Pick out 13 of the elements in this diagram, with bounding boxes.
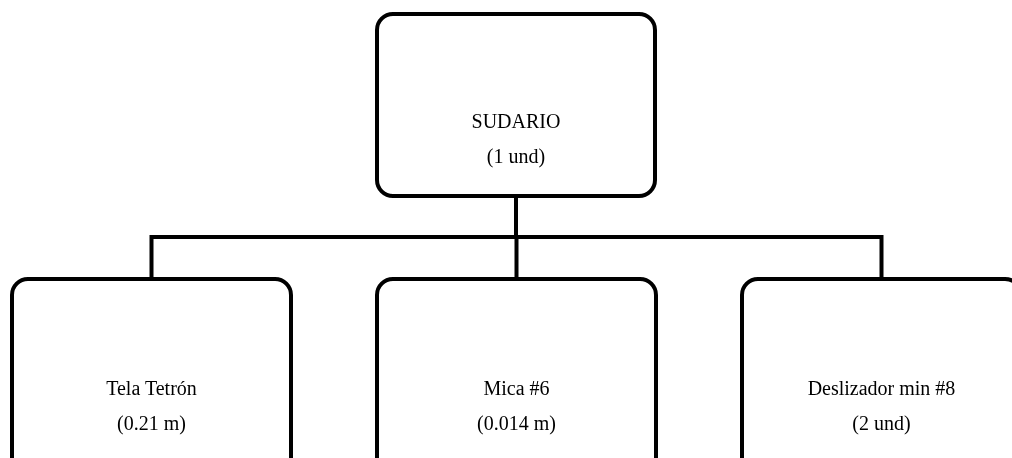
connector-line [514,198,884,277]
component-name: Mica #6 [483,376,550,401]
component-name: Tela Tetrón [106,376,197,401]
component-box [375,12,657,198]
component-name: Deslizador min #8 [807,376,956,401]
component-box [10,277,293,458]
component-box [740,277,1012,458]
component-name: SUDARIO [471,109,561,134]
quantity-text: (1 und) [486,144,546,170]
quantity-text: (2 und) [852,411,911,436]
component-box [375,277,658,458]
quantity-text: (0.21 m) [117,411,186,437]
quantity-text: (0.014 m) [477,411,556,437]
